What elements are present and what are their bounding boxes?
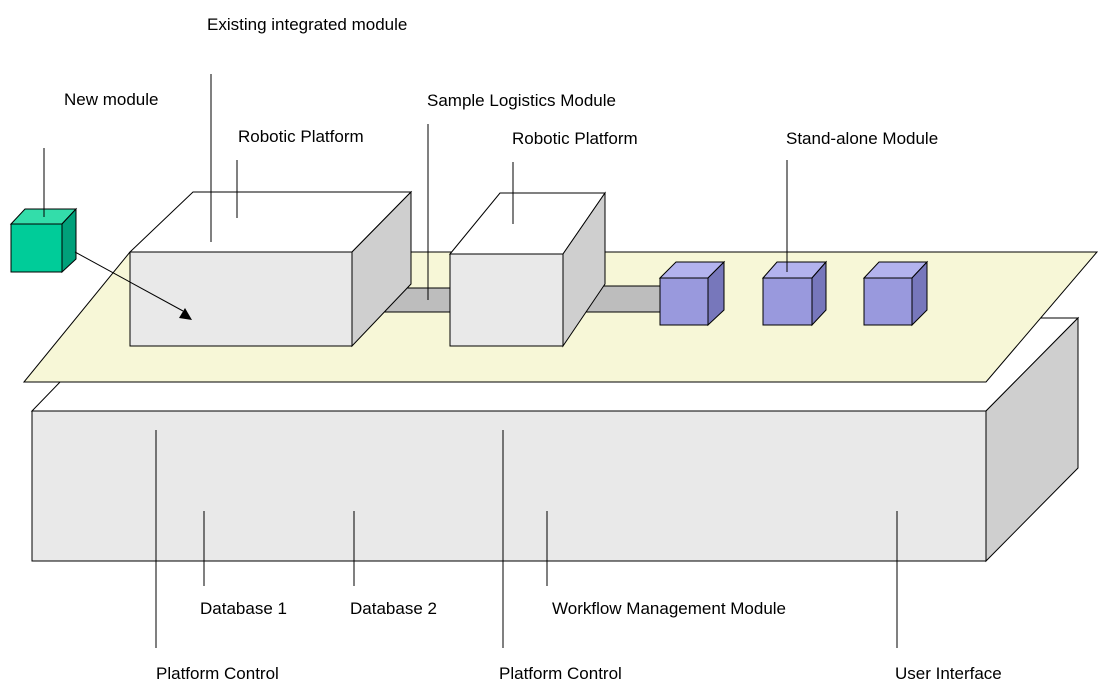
label-stand-alone-module: Stand-alone Module	[786, 129, 939, 148]
label-existing-integrated-module: Existing integrated module	[207, 15, 408, 34]
stand-alone-cube-1-front	[659, 277, 709, 326]
label-platform-control-1: Platform Control	[156, 664, 279, 683]
stand-alone-cube-2	[761, 260, 828, 327]
robotic-platform-box-1	[128, 190, 413, 348]
stand-alone-cube-3	[862, 260, 929, 327]
new-module-arrow-head	[179, 308, 192, 320]
new-module-cube	[9, 207, 78, 274]
label-new-module: New module	[64, 90, 159, 109]
robotic-platform-box-2	[448, 191, 606, 348]
label-platform-control-2: Platform Control	[499, 664, 622, 683]
new-module-cube-front	[10, 223, 63, 273]
label-database-1: Database 1	[200, 599, 287, 618]
label-database-2: Database 2	[350, 599, 437, 618]
new-module-arrow-line	[74, 251, 184, 312]
label-workflow-management-module: Workflow Management Module	[552, 599, 787, 618]
stand-alone-cube-2-front	[762, 277, 813, 326]
stand-alone-cube-1	[658, 260, 726, 327]
leader-lines	[43, 74, 898, 648]
robotic-platform-1-front	[129, 251, 353, 347]
label-robotic-platform-2: Robotic Platform	[512, 129, 638, 148]
robotic-platform-2-front	[449, 253, 564, 347]
label-user-interface: User Interface	[895, 664, 1002, 683]
label-sample-logistics-module: Sample Logistics Module	[427, 91, 616, 110]
software-platform-front	[31, 410, 987, 562]
label-robotic-platform-1: Robotic Platform	[238, 127, 364, 146]
stand-alone-cube-3-front	[863, 277, 913, 326]
